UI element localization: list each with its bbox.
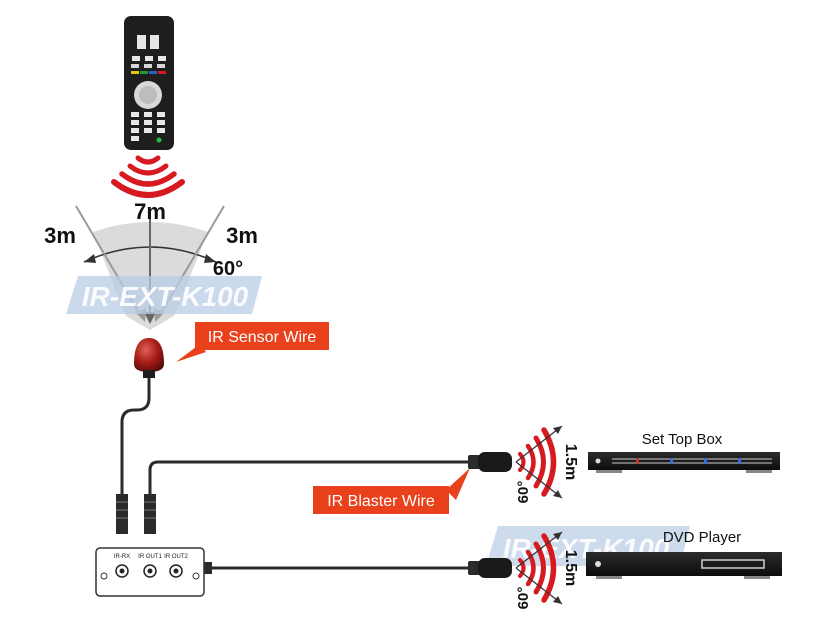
watermark-text: IR-EXT-K100 [82, 281, 249, 312]
ir-blaster-1: 1.5m 60° [468, 425, 579, 504]
hub-port-1-label: IR-RX [114, 554, 130, 560]
ir-blaster-wire-callout: IR Blaster Wire [313, 468, 470, 514]
ir-extender-hub: IR-RX IR OUT1 IR OUT2 [95, 547, 205, 597]
blaster-cable-1 [148, 460, 470, 496]
ir-sensor-wire-callout: IR Sensor Wire [176, 322, 329, 362]
remote-control-icon [124, 16, 174, 150]
dvd-player-label: DVD Player [663, 529, 741, 546]
left-distance-label: 3m [44, 223, 76, 248]
blaster-2-signal-waves-icon [518, 533, 557, 603]
watermark-banner-top: IR-EXT-K100 [66, 276, 262, 314]
remote-signal-waves-icon [111, 155, 185, 198]
hub-port-3-label: IR OUT2 [164, 554, 188, 560]
set-top-box-label: Set Top Box [642, 431, 723, 448]
hub-screw-right [192, 572, 200, 580]
blaster-2-angle-label: 60° [515, 587, 532, 610]
right-distance-label: 3m [226, 223, 258, 248]
hub-port-2-label: IR OUT1 [138, 554, 162, 560]
cables [120, 378, 470, 570]
set-top-box: Set Top Box [588, 431, 780, 473]
sensor-cable [120, 378, 151, 496]
blaster-2-distance-label: 1.5m [562, 550, 579, 586]
dvd-player: DVD Player [586, 529, 782, 579]
ir-blaster-2: 1.5m 60° [468, 531, 579, 610]
blaster-1-angle-label: 60° [515, 481, 532, 504]
sensor-angle-label: 60° [213, 258, 243, 280]
ir-blaster-wire-label: IR Blaster Wire [327, 493, 435, 510]
blaster-1-signal-waves-icon [518, 427, 557, 497]
center-distance-label: 7m [134, 199, 166, 224]
ir-sensor-icon [134, 338, 164, 378]
blaster-1-distance-label: 1.5m [562, 444, 579, 480]
ir-sensor-wire-label: IR Sensor Wire [208, 329, 317, 346]
hub-screw-left [100, 572, 108, 580]
